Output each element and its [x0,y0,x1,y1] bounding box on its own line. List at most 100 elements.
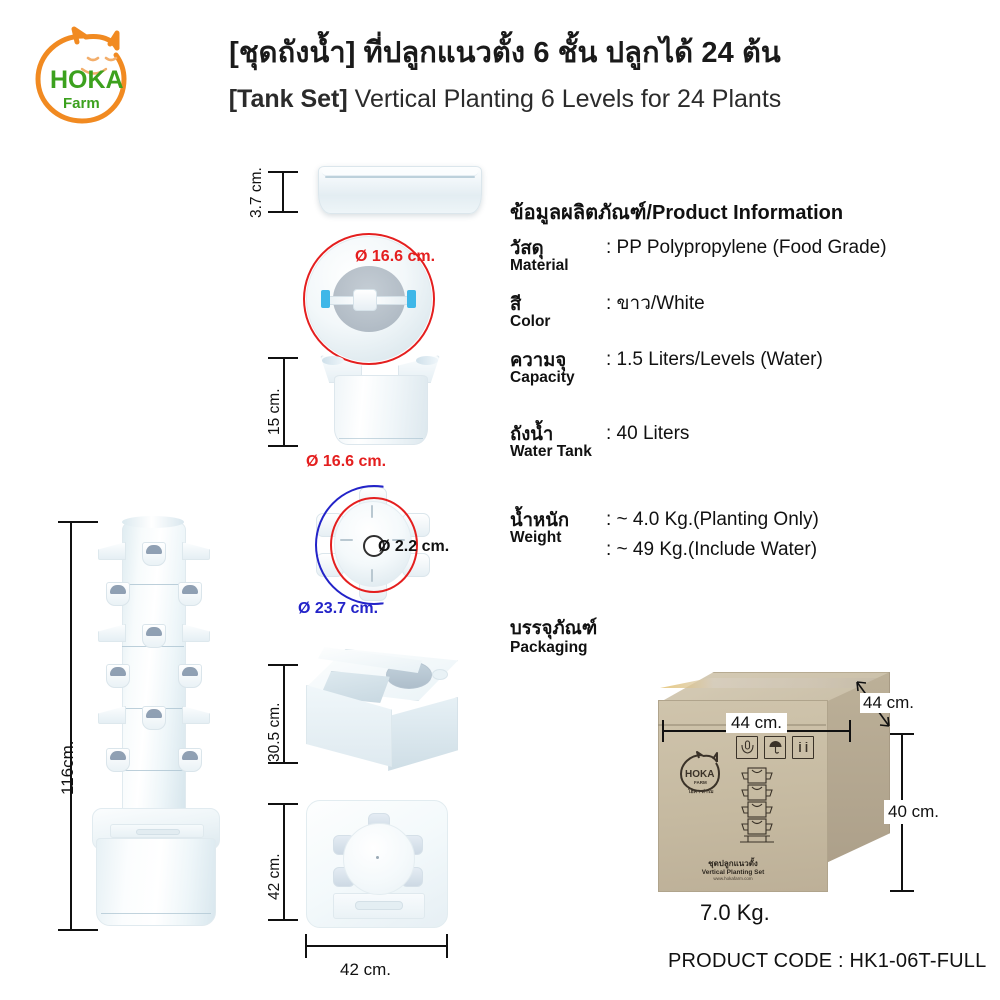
lid-height-tick-top [268,171,298,173]
fragile-icon [736,736,758,759]
lid-bottom-view [303,233,435,365]
lid-side-view [318,166,482,214]
dim-tank-width: 42 cm. [340,960,392,979]
dim-tower-total-height: 116cm. [58,740,77,796]
carton-height-tick-top [890,733,914,735]
tower-pod-left-6 [106,748,130,772]
hoka-farm-logo: HOKA Farm [22,22,142,132]
carton-height-tick-bottom [890,890,914,892]
carton-cat-logo-icon: HOKA FARM โฮคา ฟาร์ม [679,751,721,795]
tower-pod-left-2 [106,582,130,606]
carton-caption: ชุดปลูกแนวตั้ง Vertical Planting Set www… [674,859,792,882]
info-row-material: วัสดุ : PP Polypropylene (Food Grade) Ma… [510,236,990,280]
dim-lid-diameter: Ø 16.6 cm. [355,248,436,265]
tower-fin-l5 [98,706,126,724]
carton-caption-th: ชุดปลูกแนวตั้ง [708,859,758,868]
pot-height-tick-bottom [268,445,298,447]
this-side-up-icon [792,736,814,759]
tower-assembly-photo [78,512,268,932]
info-row-capacity: ความจุ : 1.5 Liters/Levels (Water) Capac… [510,348,990,410]
info-row-color: สี : ขาว/White Color [510,292,990,336]
product-code: PRODUCT CODE : HK1-06T-FULL [668,950,987,972]
tower-water-tank [96,838,216,926]
carton-width-tick-right [849,720,851,742]
pod-opening [110,585,126,594]
pod-opening [146,627,162,636]
dim-pot-hole: Ø 2.2 cm. [378,538,450,555]
tank-width-dim-line [305,945,447,947]
tower-seam-1 [122,584,184,586]
pod-opening [182,667,198,676]
total-height-tick-bottom [58,929,98,931]
product-info-heading: ข้อมูลผลิตภัณฑ์/Product Information [510,202,844,224]
info-row-water-tank: ถังน้ำ : 40 Liters Water Tank [510,422,990,496]
svg-text:HOKA: HOKA [685,769,714,780]
lid-diameter-circle-annotation [303,233,435,365]
tank-width-tick-right [446,934,448,958]
info-label-en-color: Color [510,313,551,331]
tower-pod-front-1 [142,542,166,566]
info-value-water-tank: : 40 Liters [606,423,690,444]
packaging-label-th: บรรจุภัณฑ์ [510,617,598,638]
dim-pot-height: 15 cm. [266,388,283,435]
pod-opening [182,751,198,760]
tower-fin-r5 [182,706,210,724]
dim-pot-diameter-inner: Ø 16.6 cm. [306,453,387,470]
info-label-en-capacity: Capacity [510,369,575,387]
page-title-thai: [ชุดถังน้ำ] ที่ปลูกแนวตั้ง 6 ชั้น ปลูกได… [229,37,781,69]
carton-hoka-logo: HOKA FARM โฮคา ฟาร์ม [674,750,728,796]
tank-top-center-dot [376,856,379,859]
carton-handling-icons [736,736,814,759]
tower-fin-l3 [98,624,126,642]
carton-caption-en: Vertical Planting Set [701,868,765,876]
info-label-en-water-tank: Water Tank [510,443,592,461]
tower-pod-right-4 [178,664,202,688]
tank-fill-nub [432,669,448,680]
tower-pod-right-6 [178,748,202,772]
info-label-en-weight: Weight [510,529,562,547]
tower-pod-right-2 [178,582,202,606]
tower-fin-r3 [182,624,210,642]
dim-pot-diameter-outer: Ø 23.7 cm. [298,600,379,617]
pod-opening [110,667,126,676]
logo-subtext: Farm [63,95,100,112]
info-value-capacity: : 1.5 Liters/Levels (Water) [606,349,823,370]
pot-top-view [315,485,430,605]
packaging-label-en: Packaging [510,639,588,657]
tank-side-face [388,697,458,771]
tower-fin-l1 [98,542,126,560]
tank-top-handle [355,901,403,910]
total-height-dim-line [70,522,72,930]
tank-top-view [306,800,448,928]
packaging-heading: บรรจุภัณฑ์ Packaging [510,616,597,657]
dim-lid-height: 3.7 cm. [248,167,265,218]
info-label-th-capacity: ความจุ [510,349,567,370]
lid-height-tick-bottom [268,211,298,213]
tower-pod-front-5 [142,706,166,730]
info-value-weight-include-water: : ~ 49 Kg.(Include Water) [606,539,818,560]
tower-fin-r1 [182,542,210,560]
dim-tank-height: 30.5 cm. [266,702,283,762]
carton-tower-illustration [734,764,780,854]
page-title-english-bold: [Tank Set] [228,85,348,113]
carton-gross-weight: 7.0 Kg. [700,900,770,925]
tower-column [122,522,186,824]
tower-pod-front-3 [142,624,166,648]
carton-width-tick-left [662,720,664,742]
info-label-en-material: Material [510,257,569,275]
pot-height-dim-line [283,358,285,446]
lid-height-dim-line [282,172,284,212]
dim-carton-width: 44 cm. [726,713,788,733]
pod-opening [110,751,126,760]
pot-height-tick-top [268,357,298,359]
tank-height-tick-top [268,664,298,666]
tank-width-tick-left [305,934,307,958]
dim-carton-height: 40 cm. [884,800,944,824]
tank-side-dim-line [283,804,285,920]
tank-isometric-view [300,645,466,775]
packaging-carton: HOKA FARM โฮคา ฟาร์ม [658,672,890,892]
product-info-table: วัสดุ : PP Polypropylene (Food Grade) Ma… [510,236,990,590]
info-label-th-color: สี [510,293,522,314]
info-label-th-weight: น้ำหนัก [510,509,570,530]
